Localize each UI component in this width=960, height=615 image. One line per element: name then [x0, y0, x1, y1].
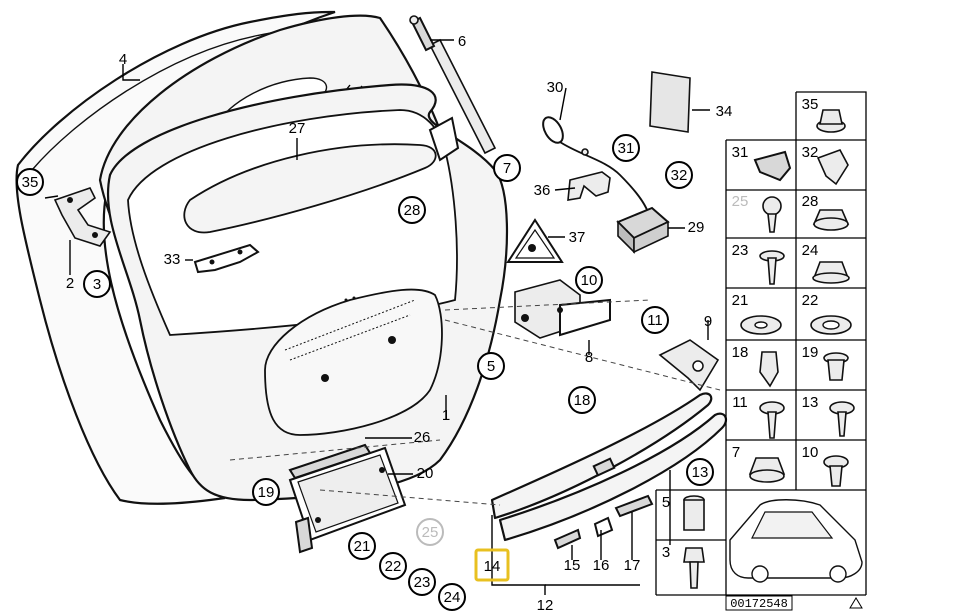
- hardware-grid-labels: 35 31 32 25 28 23 24 21 22 18 19 11 13 7…: [662, 96, 819, 561]
- bracket-36: [567, 171, 611, 201]
- grid-label-25: 25: [732, 193, 749, 210]
- callout-2: 2: [66, 275, 74, 292]
- callout-26: 26: [414, 429, 431, 446]
- tailgate-panel: [106, 83, 509, 502]
- callout-5: 5: [487, 358, 495, 375]
- callout-11: 11: [647, 312, 663, 329]
- grid-label-21: 21: [732, 292, 749, 309]
- grid-label-7: 7: [732, 444, 740, 461]
- grid-label-10: 10: [802, 444, 819, 461]
- trim-part-15: [553, 528, 582, 550]
- callout-24: 24: [444, 589, 461, 606]
- grid-label-11: 11: [732, 394, 748, 411]
- license-strip-26: [288, 443, 372, 480]
- callout-36: 36: [534, 182, 551, 199]
- callout-34: 34: [716, 103, 733, 120]
- grid-label-23: 23: [732, 242, 749, 259]
- callout-28: 28: [404, 202, 421, 219]
- lock-module: [514, 279, 611, 339]
- callout-10: 10: [581, 272, 598, 289]
- label-34: [649, 71, 691, 133]
- callout-30: 30: [547, 79, 564, 96]
- hinge: [44, 187, 112, 247]
- grid-label-28: 28: [802, 193, 819, 210]
- warning-label-37: [506, 218, 564, 263]
- grid-label-3: 3: [662, 544, 670, 561]
- callout-29: 29: [688, 219, 705, 236]
- callout-16: 16: [593, 557, 610, 574]
- callout-14-highlighted: 14: [484, 558, 501, 575]
- grid-label-5: 5: [662, 494, 670, 511]
- callout-20: 20: [417, 465, 434, 482]
- grid-label-22: 22: [802, 292, 819, 309]
- grid-label-31: 31: [732, 144, 749, 161]
- callout-18: 18: [574, 392, 591, 409]
- callout-32: 32: [671, 167, 688, 184]
- callout-4: 4: [119, 51, 127, 68]
- callout-22: 22: [385, 558, 402, 575]
- antenna-assembly: [542, 116, 670, 254]
- latch: [658, 339, 720, 392]
- callout-9: 9: [704, 313, 712, 330]
- grid-label-35: 35: [802, 96, 819, 113]
- callouts: 1 2 4 6 8 9 12 15 16 17 20 26 27 29 30 3…: [16, 33, 733, 614]
- callout-7: 7: [503, 160, 511, 177]
- callout-1: 1: [442, 407, 450, 424]
- callout-8: 8: [585, 349, 593, 366]
- callout-33: 33: [164, 251, 181, 268]
- hardware-grid: [655, 91, 867, 596]
- callout-31: 31: [618, 140, 635, 157]
- callout-13: 13: [692, 464, 709, 481]
- leader-lines: [69, 39, 710, 595]
- callout-21: 21: [354, 538, 371, 555]
- projection-lines: [229, 299, 721, 506]
- callout-17: 17: [624, 557, 641, 574]
- bracket-7: [428, 116, 460, 162]
- callout-6: 6: [458, 33, 466, 50]
- triangle-icon: [849, 597, 863, 609]
- callout-37: 37: [569, 229, 586, 246]
- callout-19: 19: [258, 484, 275, 501]
- callout-3: 3: [93, 276, 101, 293]
- callout-25: 25: [422, 524, 439, 541]
- callout-27: 27: [289, 120, 306, 137]
- callout-23: 23: [414, 574, 431, 591]
- trim-part-16: [593, 516, 614, 538]
- grid-label-19: 19: [802, 344, 819, 361]
- grid-label-32: 32: [802, 144, 819, 161]
- diagram-id: 00172548: [730, 597, 788, 611]
- callout-15: 15: [564, 557, 581, 574]
- tailgate-handle-trim: [490, 392, 728, 542]
- callout-12: 12: [537, 597, 554, 614]
- car-silhouette-icon: [729, 499, 863, 583]
- grid-label-13: 13: [802, 394, 819, 411]
- grid-label-18: 18: [732, 344, 749, 361]
- grid-label-24: 24: [802, 242, 819, 259]
- gas-strut: [409, 15, 497, 155]
- callout-35: 35: [22, 174, 39, 191]
- trim-part-17: [614, 494, 654, 518]
